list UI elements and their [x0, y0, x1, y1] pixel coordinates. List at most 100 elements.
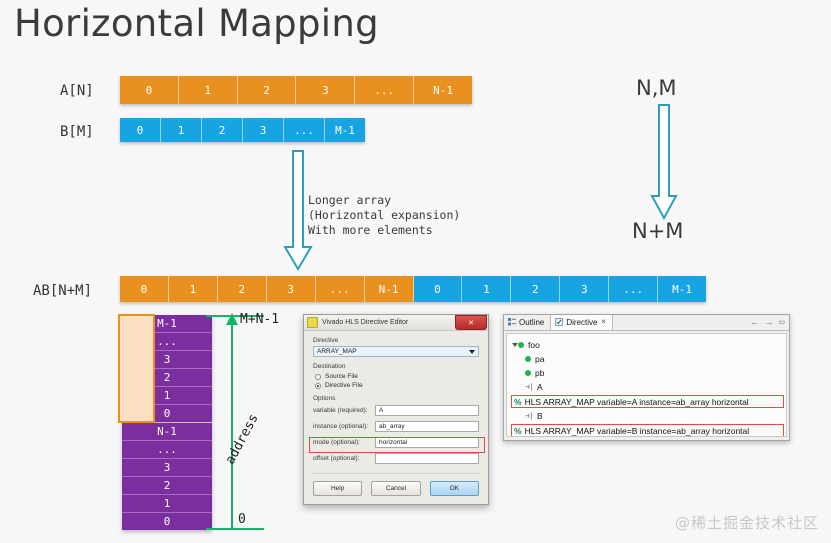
axis-bottom-tick [206, 528, 264, 530]
directive-select[interactable]: ARRAY_MAP [313, 346, 479, 357]
directive-editor-dialog[interactable]: Vivado HLS Directive Editor ✕ Directive … [303, 314, 489, 505]
help-button[interactable]: Help [313, 481, 363, 496]
option-value: A [379, 407, 384, 414]
dialog-button-row: Help Cancel OK [313, 473, 479, 496]
option-label: offset (optional): [313, 455, 360, 462]
close-icon[interactable]: ✕ [455, 315, 487, 330]
array-cell: 3 [243, 118, 284, 142]
axis-name-label: address [222, 411, 262, 467]
minimize-icon[interactable]: ▭ [778, 319, 785, 326]
directive-pragma-row[interactable]: %HLS ARRAY_MAP variable=B instance=ab_ar… [511, 424, 784, 436]
pragma-marker: % [514, 396, 522, 407]
array-cell: 1 [161, 118, 202, 142]
tree-row[interactable]: pb [511, 366, 784, 380]
pragma-text: HLS ARRAY_MAP variable=B instance=ab_arr… [524, 425, 750, 436]
option-input[interactable]: horizontal [375, 437, 479, 448]
array-cell: 2 [217, 276, 267, 302]
radio-label-directive-file: Directive File [325, 382, 363, 389]
tab-directive-label: Directive [566, 317, 598, 327]
array-cell: 1 [462, 276, 512, 302]
tree-row[interactable]: foo [511, 338, 784, 352]
array-cell: 3 [560, 276, 610, 302]
option-row: mode (optional):horizontal [313, 437, 479, 448]
memory-cell: 2 [122, 477, 212, 495]
array-cell: ... [355, 76, 415, 104]
panel-tab-bar: Outline Directive ✕ ← → ▭ [504, 315, 789, 331]
directive-pragma-row[interactable]: %HLS ARRAY_MAP variable=A instance=ab_ar… [511, 395, 784, 408]
memory-cell: 0 [122, 513, 212, 530]
outline-icon [508, 318, 516, 326]
array-a-label: A[N] [60, 83, 94, 99]
option-input[interactable]: ab_array [375, 421, 479, 432]
directive-field-label: Directive [313, 337, 339, 344]
option-value: ab_array [379, 423, 405, 430]
array-cell: N-1 [414, 76, 472, 104]
page-title: Horizontal Mapping [14, 2, 379, 45]
directive-icon [555, 318, 564, 326]
dim-top-label: N,M [636, 76, 677, 100]
pragma-marker: % [514, 425, 522, 436]
expansion-note: Longer array (Horizontal expansion) With… [308, 193, 461, 237]
memory-cell: 3 [122, 459, 212, 477]
pragma-text: HLS ARRAY_MAP variable=A instance=ab_arr… [524, 396, 749, 407]
array-cell: ... [284, 118, 325, 142]
tree-row-label: A [537, 382, 543, 392]
ok-button[interactable]: OK [429, 481, 479, 496]
tab-outline-label: Outline [519, 317, 545, 327]
array-cell: N-1 [364, 276, 414, 302]
function-icon [518, 342, 524, 348]
option-row: variable (required): A [313, 405, 479, 416]
option-row: instance (optional): ab_array [313, 421, 479, 432]
array-icon: ⊣| [525, 412, 534, 420]
array-cell: ... [315, 276, 365, 302]
array-b-label: B[M] [60, 124, 94, 140]
array-cell: 0 [120, 276, 169, 302]
array-icon: ⊣| [525, 383, 534, 391]
memory-highlight-overlay [118, 314, 155, 423]
tree-row[interactable]: pa [511, 352, 784, 366]
dialog-title-bar[interactable]: Vivado HLS Directive Editor ✕ [304, 315, 488, 331]
array-cell: 1 [168, 276, 218, 302]
array-cell: 3 [296, 76, 356, 104]
array-cell: M-1 [325, 118, 365, 142]
tree-row-label: pb [535, 368, 545, 378]
options-group-label: Options [313, 395, 336, 402]
tab-directive[interactable]: Directive ✕ [550, 315, 614, 330]
nav-forward-icon[interactable]: → [764, 317, 774, 327]
port-icon [525, 356, 531, 362]
cancel-button[interactable]: Cancel [371, 481, 421, 496]
tab-close-icon[interactable]: ✕ [600, 319, 607, 326]
option-row: offset (optional): [313, 453, 479, 464]
memory-cell: 1 [122, 495, 212, 513]
chevron-down-icon [469, 350, 475, 354]
option-input[interactable] [375, 453, 479, 464]
tab-outline[interactable]: Outline [504, 315, 550, 330]
expand-arrow-icon[interactable] [511, 342, 518, 348]
axis-arrowhead-icon [226, 313, 238, 325]
tree-row-label: foo [528, 340, 540, 350]
axis-top-label: M+N-1 [240, 312, 280, 327]
array-cell: 3 [266, 276, 316, 302]
down-arrow-icon-middle [283, 150, 313, 271]
tree-row[interactable]: ⊣|B [511, 409, 784, 423]
memory-cell: N-1 [122, 423, 212, 441]
radio-source-file[interactable]: Source File [315, 373, 479, 380]
dialog-title: Vivado HLS Directive Editor [322, 319, 409, 326]
array-cell: M-1 [658, 276, 707, 302]
array-cell: 0 [120, 76, 179, 104]
option-value: horizontal [379, 439, 408, 446]
option-label: instance (optional): [313, 423, 368, 430]
nav-back-icon[interactable]: ← [750, 317, 760, 327]
watermark: @稀土掘金技术社区 [674, 514, 819, 532]
option-input[interactable]: A [375, 405, 479, 416]
down-arrow-icon-right [650, 104, 678, 221]
radio-directive-file[interactable]: Directive File [315, 382, 479, 389]
option-label: variable (required): [313, 407, 368, 414]
array-cell: 0 [413, 276, 463, 302]
axis-bottom-label: 0 [238, 512, 246, 527]
tree-row[interactable]: ⊣|A [511, 380, 784, 394]
